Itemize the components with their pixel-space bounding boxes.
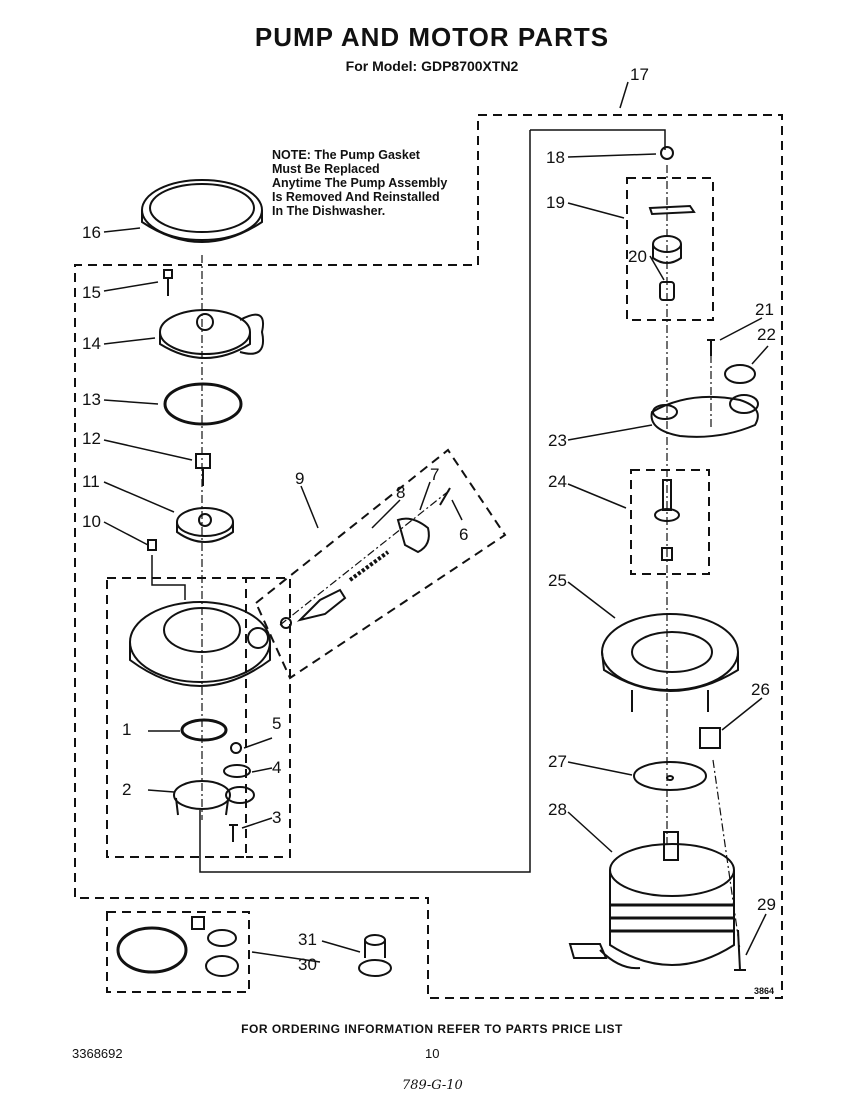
callout-1: 1	[122, 720, 131, 739]
callout-18: 18	[546, 148, 565, 167]
callout-2: 2	[122, 780, 131, 799]
model-subtitle: For Model: GDP8700XTN2	[345, 58, 519, 74]
bracket-2-part	[173, 780, 255, 816]
callout-5: 5	[272, 714, 281, 733]
page-title: PUMP AND MOTOR PARTS	[254, 22, 610, 52]
pump-gasket-note: NOTE: The Pump Gasket Must Be Replaced A…	[272, 148, 448, 218]
callout-17: 17	[630, 65, 649, 84]
callout-24: 24	[548, 472, 567, 491]
callout-4: 4	[272, 758, 281, 777]
callout-22: 22	[757, 325, 776, 344]
figure-code: 3864	[754, 986, 775, 996]
kit-30-parts	[116, 916, 239, 977]
assembly-outline-17	[74, 114, 783, 999]
bolt-12-part	[195, 453, 211, 486]
callout-11: 11	[82, 472, 100, 491]
group-19-outline	[626, 177, 714, 321]
page-number: 10	[425, 1046, 440, 1061]
callout-30: 30	[298, 955, 317, 974]
pump-group-outline	[106, 577, 247, 858]
callout-27: 27	[548, 752, 567, 771]
screw-29-part	[734, 929, 746, 971]
gasket-4-part	[223, 764, 251, 778]
group-9-outline	[254, 448, 507, 680]
group-24-outline	[630, 469, 710, 575]
nut-18-part	[660, 146, 674, 160]
valve-assembly-part	[280, 487, 451, 629]
callout-3: 3	[272, 808, 281, 827]
fitting-31-part	[358, 934, 392, 977]
callout-21: 21	[755, 300, 774, 319]
filter-part	[180, 718, 228, 742]
motor-mount-25-part	[601, 613, 739, 712]
screw-3-part	[229, 824, 238, 842]
screw-15-part	[163, 269, 173, 296]
callout-19: 19	[546, 193, 565, 212]
callout-15: 15	[82, 283, 101, 302]
document-number: 3368692	[72, 1046, 123, 1061]
callout-12: 12	[82, 429, 101, 448]
group-30-outline	[106, 911, 250, 993]
pump-cover-part	[159, 309, 264, 359]
callout-labels: 1 2 3 4 5 6 7 8 9 10 11 12 13 14 15 16 1…	[82, 65, 776, 974]
callout-29: 29	[757, 895, 776, 914]
group-19-parts	[648, 204, 696, 264]
callout-6: 6	[459, 525, 468, 544]
pump-gasket-ring-part	[141, 179, 263, 243]
callout-23: 23	[548, 431, 567, 450]
terminal-26-part	[699, 727, 721, 749]
callout-28: 28	[548, 800, 567, 819]
callout-9: 9	[295, 469, 304, 488]
callout-13: 13	[82, 390, 101, 409]
disc-27-part	[633, 761, 707, 791]
group-24-parts	[654, 479, 680, 561]
bushing-20-part	[659, 281, 675, 301]
callout-26: 26	[751, 680, 770, 699]
o-ring-13-part	[163, 382, 243, 426]
ordering-info-footer: FOR ORDERING INFORMATION REFER TO PARTS …	[241, 1022, 623, 1036]
ring-22-part	[724, 364, 756, 384]
ball-5-part	[230, 742, 242, 754]
impeller-part	[176, 507, 234, 543]
leader-lines	[103, 81, 769, 963]
callout-31: 31	[298, 930, 317, 949]
callout-8: 8	[396, 483, 405, 502]
callout-14: 14	[82, 334, 101, 353]
motor-28-part	[568, 831, 735, 970]
screw-21-part	[707, 339, 715, 356]
pump-housing-part	[129, 601, 271, 687]
callout-7: 7	[430, 465, 439, 484]
callout-25: 25	[548, 571, 567, 590]
handwritten-annotation: 789-G-10	[402, 1078, 463, 1093]
callout-20: 20	[628, 247, 647, 266]
callout-16: 16	[82, 223, 101, 242]
callout-10: 10	[82, 512, 101, 531]
motor-bracket-23-part	[650, 394, 759, 438]
screw-10-part	[147, 539, 157, 551]
